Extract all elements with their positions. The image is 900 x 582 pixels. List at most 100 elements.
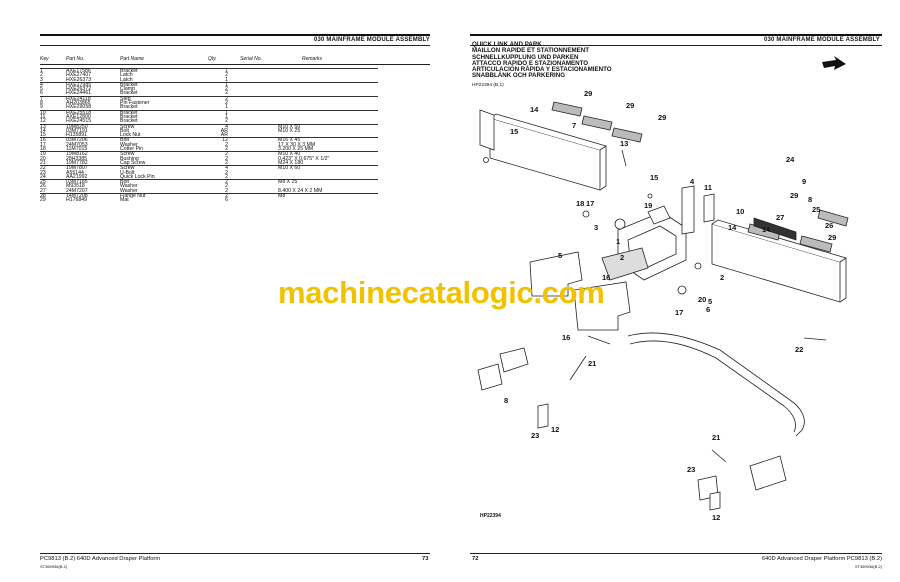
callout-7: 7: [572, 121, 576, 130]
row-part-no: HXE29058: [66, 104, 92, 111]
row-key: 22: [40, 165, 66, 171]
row-part-name: Bolt: [120, 137, 198, 143]
row-part-name: Screw: [120, 123, 198, 129]
row-part-no: 19M7782: [66, 159, 88, 166]
callout-15: 15: [510, 127, 518, 136]
footer-code-right: ST369936(B.2): [854, 564, 882, 569]
row-key: 14: [40, 127, 46, 134]
callout-21: 21: [712, 433, 720, 442]
row-part-no: 19M8250: [66, 123, 120, 129]
row-remarks: [278, 198, 378, 202]
row-part-no: M93518: [66, 183, 85, 190]
callout-16: 16: [602, 273, 610, 282]
row-qty: 2: [225, 159, 228, 166]
row-serial-no: [232, 95, 278, 102]
row-part-no: 03M7206: [66, 137, 120, 143]
row-serial-no: [232, 68, 278, 74]
row-part-name: Washer: [120, 141, 138, 148]
row-key: 9: [40, 104, 43, 111]
row-serial-no: [232, 151, 278, 157]
title-it: ATTACCO RAPIDO E STAZIONAMENTO: [472, 59, 589, 67]
row-part-name: Bolt: [120, 127, 129, 134]
row-part-name: Bracket: [120, 104, 138, 111]
row-part-name: Quick Lock Pin: [120, 173, 155, 180]
row-remarks: M10 X 40: [278, 151, 378, 157]
callout-23: 23: [531, 431, 539, 440]
row-key: 6: [40, 90, 43, 97]
col-part-no: Part No.: [66, 56, 85, 62]
row-part-name: Bracket: [120, 118, 138, 125]
right-page: 030 MAINFRAME MODULE ASSEMBLY 72 640D Ad…: [450, 0, 900, 582]
row-qty: 2: [198, 179, 232, 185]
callout-26: 26: [825, 221, 833, 230]
row-qty: AR: [220, 127, 228, 134]
row-remarks: M10 X 50: [278, 123, 378, 129]
row-part-name: Bushing: [120, 155, 139, 162]
row-qty: 1: [198, 68, 232, 73]
col-remarks: Remarks: [302, 56, 323, 62]
callout-17: 17: [586, 199, 594, 208]
row-part-no: 03M7191: [66, 127, 88, 134]
row-part-no: HXE24515: [66, 118, 92, 125]
row-part-no: A55144: [66, 169, 84, 176]
row-remarks: 17 X 30 X 3 MM: [278, 141, 316, 148]
row-remarks: 0.423" X 0.675" X 1/2": [278, 155, 330, 162]
figure-reference: HP22394 (B.1): [472, 83, 504, 88]
row-key: 26: [40, 183, 46, 190]
row-part-name: Lock Nut: [120, 132, 141, 139]
callout-1: 1: [616, 237, 620, 246]
section-header: 030 MAINFRAME MODULE ASSEMBLY: [313, 37, 430, 43]
header-rule: [40, 34, 430, 36]
row-qty: 2: [225, 173, 228, 180]
row-qty: 1: [225, 76, 228, 83]
row-part-name: Washer: [120, 183, 138, 190]
row-part-no: AH203865: [66, 100, 91, 107]
row-part-no: AA21992: [66, 173, 88, 180]
row-qty: 2: [198, 151, 232, 157]
callout-27: 27: [776, 213, 784, 222]
row-key: 27: [40, 187, 46, 194]
row-part-name: Bracket: [120, 90, 138, 97]
footer-rule: [40, 553, 430, 554]
section-header-right: 030 MAINFRAME MODULE ASSEMBLY: [763, 37, 880, 43]
callout-29: 29: [626, 101, 634, 110]
callout-18: 18: [576, 199, 584, 208]
callout-23: 23: [687, 465, 695, 474]
row-part-no: 19M7807: [66, 165, 120, 171]
row-serial-no: [232, 81, 278, 88]
callout-3: 3: [594, 223, 598, 232]
row-key: 7: [40, 95, 66, 101]
row-key: 1: [40, 68, 66, 73]
drawing-label: HP22394: [480, 513, 501, 519]
row-qty: 1: [198, 109, 232, 115]
callout-2: 2: [720, 273, 724, 282]
row-qty: 2: [225, 100, 228, 107]
row-part-name: Bracket: [120, 81, 198, 87]
row-key: 28: [40, 193, 66, 199]
row-part-no: AXE17586: [66, 68, 120, 73]
row-part-no: HXE26372: [66, 86, 92, 93]
callout-6: 6: [706, 305, 710, 314]
col-key: Key: [40, 56, 49, 62]
row-part-name: Screw: [120, 165, 198, 171]
callout-25: 25: [812, 205, 820, 214]
title-es: ARTICULACIÓN RÁPIDA Y ESTACIONAMIENTO: [472, 66, 612, 74]
row-serial-no: [232, 179, 278, 185]
callout-29: 29: [584, 89, 592, 98]
row-key: 18: [40, 146, 46, 153]
row-part-name: Cotter Pin: [120, 146, 144, 153]
callout-12: 12: [551, 425, 559, 434]
row-part-no: HXE27407: [66, 72, 92, 79]
